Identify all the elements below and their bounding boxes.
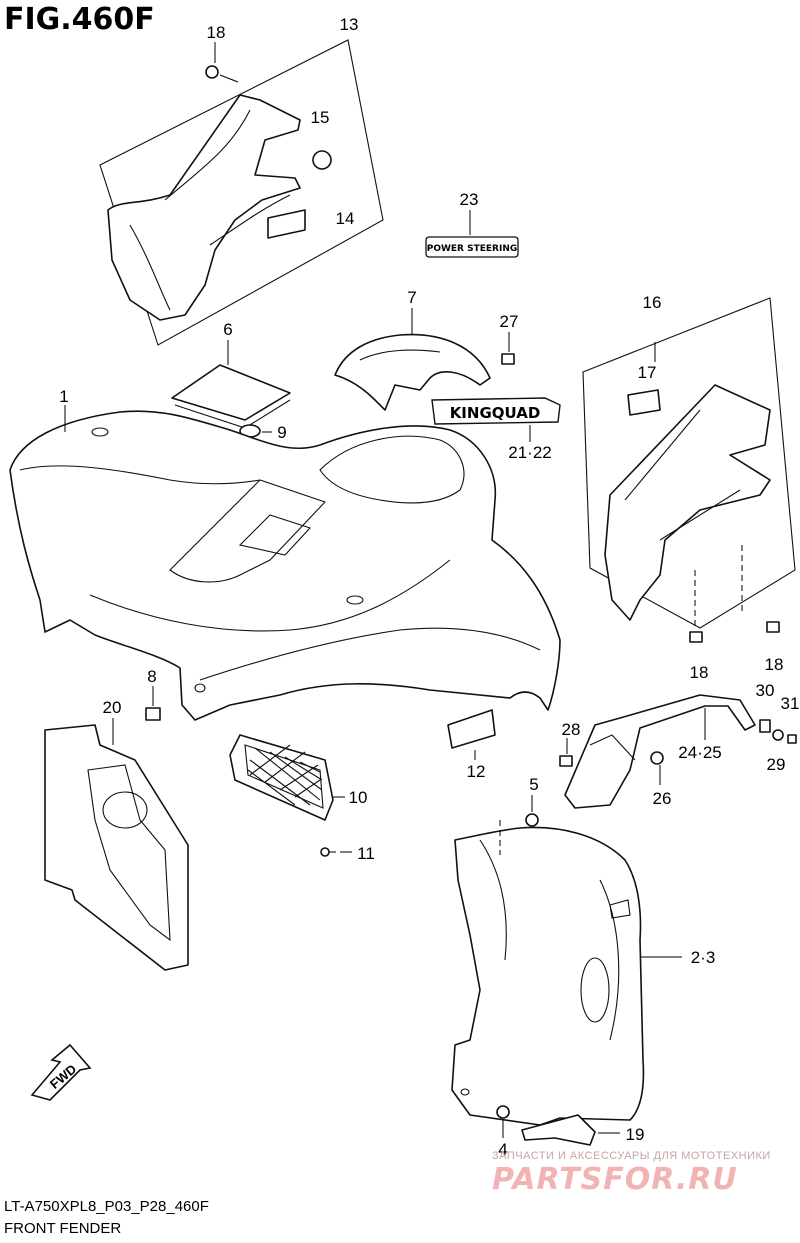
bolt-26 — [650, 751, 664, 785]
callout-16: 16 — [643, 293, 662, 312]
callout-13: 13 — [340, 15, 359, 34]
part-6-lid — [171, 340, 291, 429]
callout-9: 9 — [277, 423, 286, 442]
inset-box-13 — [99, 39, 384, 346]
callout-31: 31 — [781, 694, 800, 713]
part-2-3-inner-fender — [451, 820, 682, 1126]
callout-14: 14 — [336, 209, 355, 228]
part-20-mud-guard — [44, 718, 189, 971]
callout-1: 1 — [59, 387, 68, 406]
callout-2-3: 2·3 — [691, 948, 716, 967]
callout-26: 26 — [653, 789, 672, 808]
decal-power-steering: POWER STEERING — [425, 210, 519, 258]
part-1-front-fender — [9, 405, 561, 721]
callout-11: 11 — [357, 844, 375, 863]
fasteners-29-30-31 — [759, 719, 797, 744]
callout-4: 4 — [498, 1140, 507, 1159]
bolt-27 — [501, 332, 515, 365]
callout-19: 19 — [626, 1125, 645, 1144]
decal-kingquad: KINGQUAD — [431, 397, 561, 442]
bolt-18-top — [205, 42, 239, 83]
part-12-pad — [447, 709, 496, 760]
inset-box-16 — [582, 297, 796, 630]
callout-7: 7 — [407, 288, 416, 307]
callout-29: 29 — [767, 755, 786, 774]
callout-23: 23 — [460, 190, 479, 209]
decal-power-steering-text: POWER STEERING — [427, 244, 518, 254]
callout-28: 28 — [562, 720, 581, 739]
callout-27: 27 — [500, 312, 519, 331]
figure-title: FIG.460F — [4, 2, 155, 37]
bolt-18-right — [689, 621, 780, 643]
part-19-strip — [521, 1114, 620, 1146]
bolt-8 — [145, 686, 161, 721]
callout-labels: 13 18 15 14 23 7 27 16 17 6 1 9 21·22 18… — [59, 15, 799, 1159]
callout-18-mid: 18 — [690, 663, 709, 682]
callout-12: 12 — [467, 762, 486, 781]
decal-kingquad-text: KINGQUAD — [450, 404, 541, 422]
callout-6: 6 — [223, 320, 232, 339]
callout-15: 15 — [311, 108, 330, 127]
watermark-logo: PARTSFOR.RU — [492, 1162, 738, 1197]
bolt-28 — [559, 738, 573, 767]
watermark-subtitle: ЗАПЧАСТИ И АКСЕССУАРЫ ДЛЯ МОТОТЕХНИКИ — [492, 1150, 771, 1162]
bolt-4 — [496, 1105, 510, 1138]
callout-5: 5 — [529, 775, 538, 794]
callout-10: 10 — [349, 788, 368, 807]
callout-18-top: 18 — [207, 23, 226, 42]
callout-21-22: 21·22 — [508, 443, 551, 462]
callout-18-right: 18 — [765, 655, 784, 674]
forward-arrow-icon: FWD — [30, 1043, 92, 1101]
callout-24-25: 24·25 — [678, 743, 721, 762]
bolt-5 — [525, 795, 539, 827]
callout-30: 30 — [756, 681, 775, 700]
part-7-cover — [334, 308, 491, 411]
screw-11 — [320, 847, 352, 857]
callout-8: 8 — [147, 667, 156, 686]
model-code: LT-A750XPL8_P03_P28_460F — [4, 1198, 209, 1215]
callout-17: 17 — [638, 363, 657, 382]
part-24-25-bracket — [564, 694, 756, 809]
callout-20: 20 — [103, 698, 122, 717]
part-10-grill — [229, 734, 345, 821]
section-name: FRONT FENDER — [4, 1220, 122, 1237]
